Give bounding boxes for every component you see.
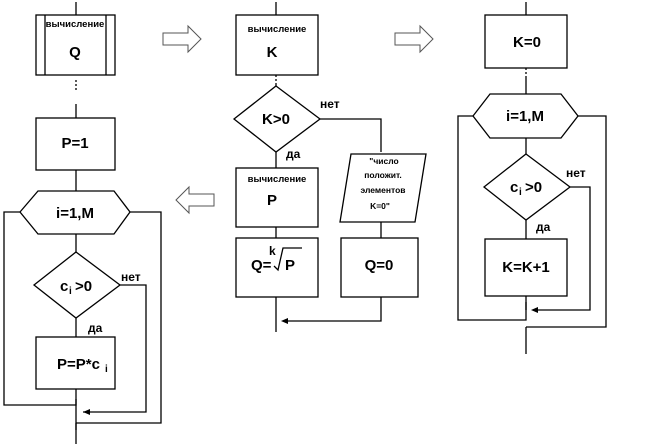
root-assign-lhs: Q= <box>251 257 272 274</box>
transition-arrow-2 <box>394 24 434 54</box>
decision-ci-left-no: нет <box>121 270 141 284</box>
output-message-line4: K=0" <box>370 201 390 211</box>
compute-k-variable: K <box>267 44 278 61</box>
output-message-line2: положит. <box>364 170 402 180</box>
decision-k-yes: да <box>286 147 301 161</box>
q-zero-block <box>340 237 419 298</box>
increment-k-text: K=K+1 <box>502 259 550 276</box>
output-message-block <box>339 153 427 223</box>
root-assign-block <box>235 237 319 298</box>
subroutine-q-variable: Q <box>69 44 81 61</box>
root-radicand: P <box>285 257 295 274</box>
loop-header-right-text: i=1,M <box>506 108 544 125</box>
flowchart-compute-k-q: вычисление K K>0 нет да вычисление P Q= … <box>232 2 427 332</box>
decision-ci-left-var: c <box>60 278 68 295</box>
output-message-line3: элементов <box>360 185 405 195</box>
multiply-block-text: P=P*c <box>57 356 100 373</box>
subroutine-q-block <box>35 14 116 76</box>
decision-ci-right-rel: >0 <box>525 179 542 196</box>
transition-arrow-1 <box>162 24 202 54</box>
increment-k-block <box>484 238 568 297</box>
root-index: k <box>269 244 276 258</box>
flowchart-count-k: K=0 i=1,M c i >0 нет да K=K+1 <box>457 2 607 354</box>
subroutine-q-caption: вычисление <box>46 19 105 30</box>
compute-p-caption: вычисление <box>248 174 307 185</box>
multiply-block-sub: i <box>105 364 108 375</box>
compute-k-caption: вычисление <box>248 24 307 35</box>
decision-ci-left-yes: да <box>88 321 103 335</box>
init-k-text: K=0 <box>513 34 541 51</box>
decision-ci-left-sub: i <box>69 286 72 297</box>
q-zero-text: Q=0 <box>365 257 394 274</box>
compute-p-variable: P <box>267 192 277 209</box>
compute-p-block <box>235 167 319 228</box>
decision-ci-left-rel: >0 <box>75 278 92 295</box>
decision-k-no: нет <box>320 97 340 111</box>
compute-k-block <box>235 14 319 76</box>
decision-k-text: K>0 <box>262 111 290 128</box>
init-k-block <box>484 14 568 69</box>
multiply-block <box>35 336 116 390</box>
assign-p-text: P=1 <box>61 135 88 152</box>
decision-ci-right-var: c <box>510 179 518 196</box>
decision-ci-right-sub: i <box>519 187 522 198</box>
transition-arrow-3 <box>175 185 215 215</box>
loop-header-left-text: i=1,M <box>56 205 94 222</box>
flowchart-compute-q: вычисление Q P=1 i=1,M c i >0 нет да P=P… <box>3 2 162 444</box>
output-message-line1: "число <box>369 156 398 166</box>
decision-ci-right-yes: да <box>536 220 551 234</box>
decision-ci-right-no: нет <box>566 166 586 180</box>
